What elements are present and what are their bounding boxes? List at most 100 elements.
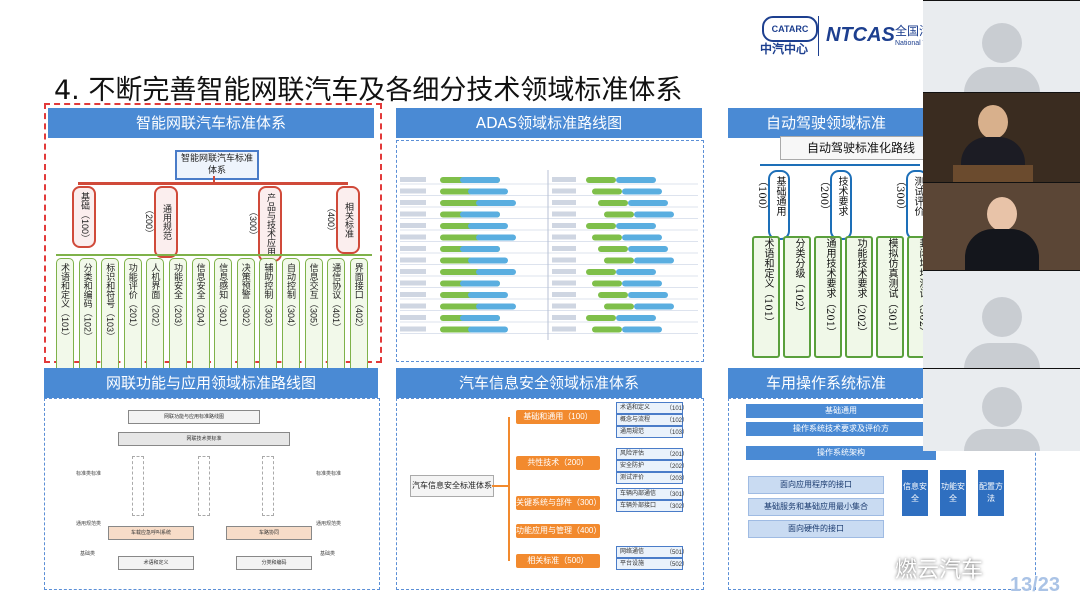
adas-timeline-bar [592,326,622,333]
avatar-placeholder-icon [963,429,1040,451]
security-item-node: 平台设施 [616,558,683,570]
icv-leaf-node: 信息感知（301） [214,258,233,376]
connected-bottom-box: 车载应急呼叫系统 [108,526,194,540]
participant-tile[interactable] [923,270,1080,369]
participant-suit [965,229,1039,271]
podium-icon [953,165,1033,183]
adas-row-label [400,234,426,240]
icv-leaf-connector [56,254,372,256]
ad-leaf-node: 功能技术要求（202） [845,236,873,358]
icv-leaf-node: 决策预警（302） [236,258,255,376]
adas-timeline-bar [616,223,656,229]
logo-divider [818,16,819,56]
os-stack-layer: 基础服务和基础应用最小集合 [748,498,884,516]
participant-tile[interactable] [923,368,1080,451]
panel-heading-connected: 网联功能与应用领域标准路线图 [44,368,378,398]
security-connector [508,417,510,561]
ntcas-logo-cn: 全国汽 [895,24,932,38]
catarc-logo: CATARC [762,16,818,42]
ad-category-node: 测试评价（300） [894,170,928,240]
avatar-placeholder-icon [981,297,1022,337]
ad-connector [760,164,920,166]
connected-right-label: 通用规范类 [316,521,342,527]
connected-second-box: 网联技术类标准 [118,432,290,446]
adas-row-label [400,188,426,194]
security-item-code: （101） [666,406,689,412]
security-item-code: （502） [666,562,689,568]
ad-root-node: 自动驾驶标准化路线 [780,136,942,160]
participant-tile[interactable] [923,0,1080,93]
adas-row-label [552,188,576,194]
adas-timeline-bar [468,257,508,264]
adas-timeline-bar [586,223,616,229]
adas-row-label [400,315,426,320]
avatar-placeholder-icon [981,387,1022,427]
security-category-node: 共性技术（200） [516,456,600,470]
adas-timeline-bar [460,211,500,218]
adas-row-label [552,257,576,263]
connected-left-label: 标准类标准 [76,471,102,477]
connected-column [198,456,210,516]
adas-row-label [552,200,576,205]
connected-bottom-box: 术语和定义 [118,556,194,570]
connected-right-label: 标准类标准 [316,471,342,477]
page-number: 13/23 [1010,574,1061,596]
security-item-code: （501） [666,550,689,556]
adas-timeline-bar [592,234,622,241]
security-item-node: 车辆内部通信 [616,488,683,500]
icv-leaf-node: 界面接口（402） [349,258,368,376]
ad-category-node: 技术要求（200） [818,170,852,240]
ad-category-node: 基础通用（100） [756,170,790,240]
adas-timeline-bar [476,269,516,275]
os-layer-bar: 基础通用 [746,404,936,418]
ad-leaf-node: 分类分级（102） [783,236,811,358]
adas-row-label [400,177,426,182]
os-side-block: 信息安全 [902,470,928,516]
watermark: 燃云汽车 [895,558,984,583]
security-item-node: 概念与流程 [616,414,683,426]
adas-row-label [400,303,426,309]
highlight-frame [44,103,382,363]
security-item-node: 安全防护 [616,460,683,472]
avatar-placeholder-icon [963,67,1040,93]
connected-top-box: 网联功能与应用标准路线图 [128,410,260,424]
os-stack-layer: 面向应用程序的接口 [748,476,884,494]
adas-row-label [400,211,426,217]
panel-heading-icv: 智能网联汽车标准体系 [48,108,374,138]
panel-heading-ad: 自动驾驶领域标准 [728,108,924,138]
connected-bottom-box: 分类和编码 [236,556,312,570]
speaker-face [978,105,1008,139]
security-item-node: 网络通信 [616,546,683,558]
connected-column [132,456,144,516]
ad-leaf-node: 通用技术要求（201） [814,236,842,358]
icv-leaf-node: 辅助控制（303） [259,258,278,376]
adas-timeline-bar [476,234,516,241]
adas-row-label [552,234,576,240]
adas-timeline-bar [622,280,662,287]
adas-timeline-bar [634,303,674,310]
adas-row-label [400,269,426,274]
adas-timeline-bar [628,246,668,252]
security-item-node: 通用规范 [616,426,683,438]
participant-tile[interactable] [923,182,1080,271]
icv-leaf-node: 信息安全（204） [191,258,210,376]
os-side-block: 配置方法 [978,470,1004,516]
speaker-suit [961,137,1025,169]
ad-leaf-node: 模拟仿真测试（301） [876,236,904,358]
panel-heading-adas: ADAS领域标准路线图 [396,108,702,138]
connected-bottom-box: 车路协同 [226,526,312,540]
adas-timeline-bar [586,269,616,275]
adas-row-label [552,211,576,217]
connected-column [262,456,274,516]
adas-timeline-bar [476,303,516,310]
adas-timeline-bar [598,246,628,252]
adas-row-label [400,326,426,332]
connected-left-label: 基础类 [80,551,96,557]
adas-timeline-bar [616,269,656,275]
icv-category-node: 基础（100） [72,186,96,248]
adas-timeline-bar [634,211,674,218]
participant-tile[interactable] [923,92,1080,183]
icv-category-node: 相关标准（400） [326,186,360,254]
os-side-label: 功能安全 [941,482,965,503]
ntcas-logo: NTCAS [826,24,895,46]
